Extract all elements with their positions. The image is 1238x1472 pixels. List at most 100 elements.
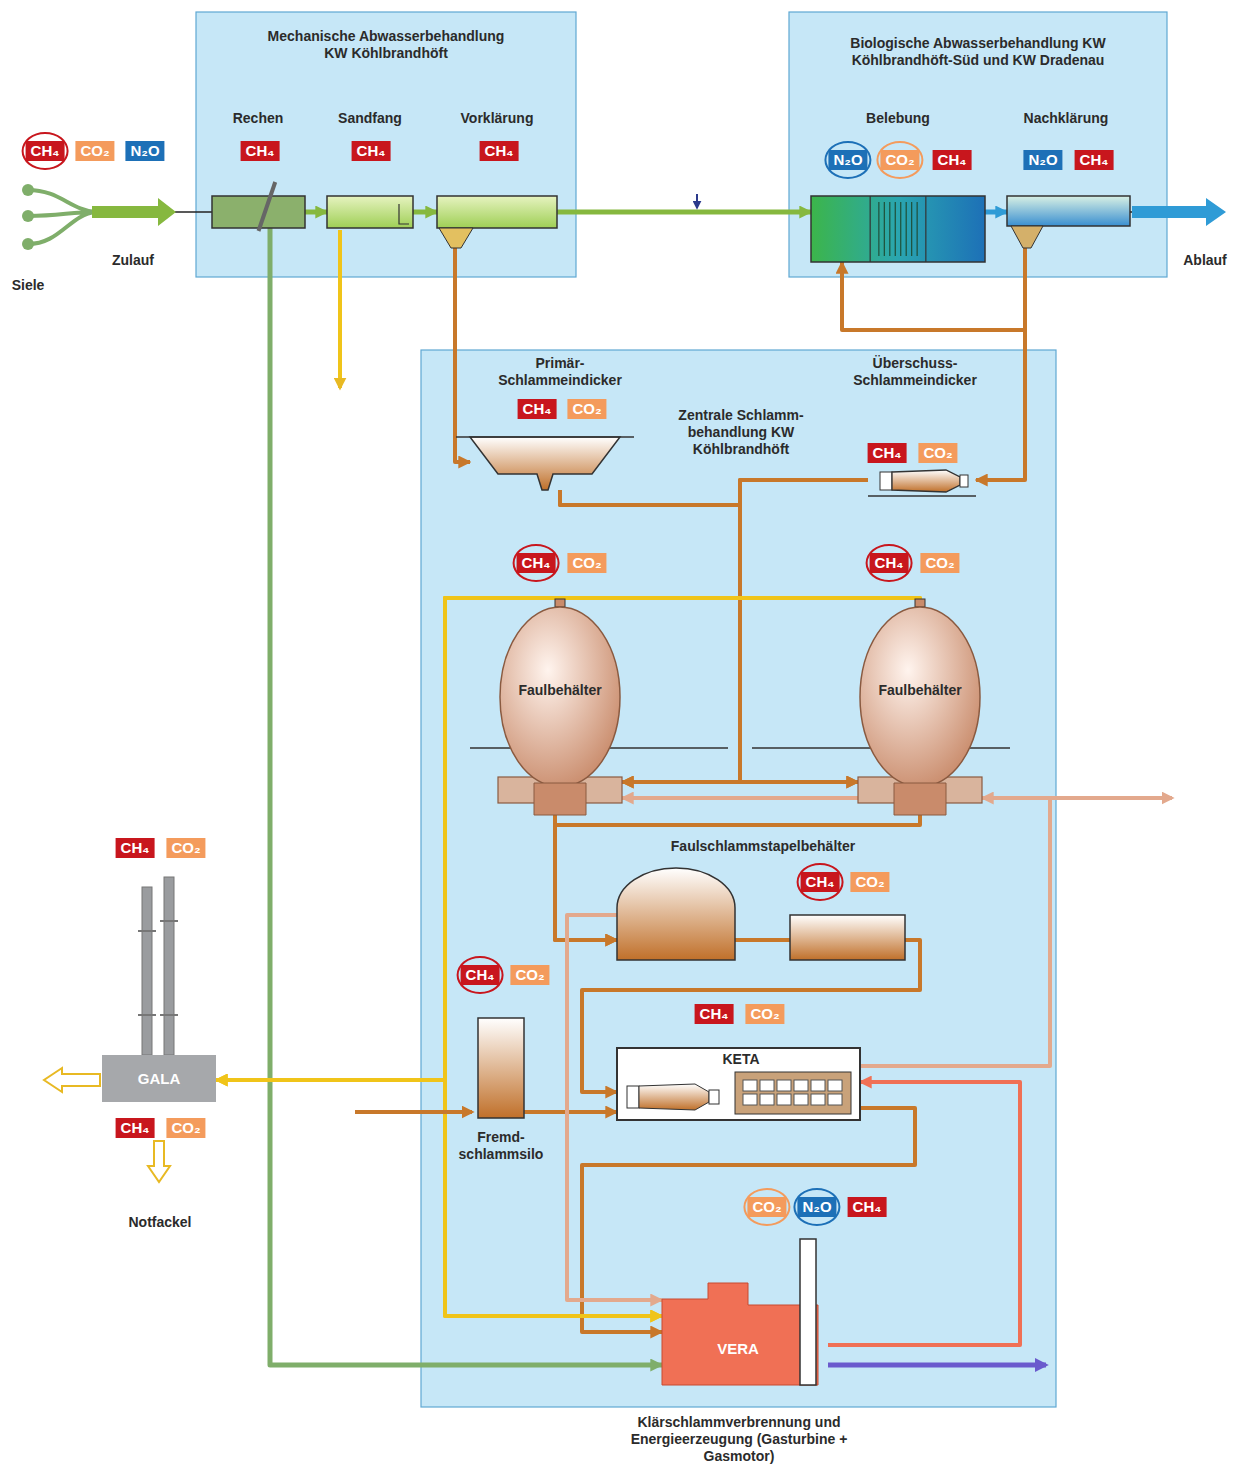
- gas-nozzle: [555, 599, 565, 607]
- gas-formula: CH₄: [116, 1118, 155, 1138]
- flow-arrow: [557, 210, 811, 215]
- gas-formula: CO₂: [747, 1197, 786, 1217]
- gas-tag: CH₄: [797, 863, 844, 901]
- gas-formula: CH₄: [480, 141, 519, 161]
- gas-formula: N₂O: [125, 141, 164, 161]
- flow-arrow: [524, 1110, 617, 1114]
- gas-tag: CO₂: [166, 838, 205, 858]
- neck: [534, 783, 586, 815]
- gas-tag: CO₂: [876, 141, 923, 179]
- gas-formula: N₂O: [828, 150, 867, 170]
- process-unit: Belebung: [811, 196, 985, 262]
- inflow-arrow: [92, 198, 176, 226]
- gas-formula: CO₂: [166, 1118, 205, 1138]
- sewer-dot: [22, 184, 34, 196]
- gas-formula: CH₄: [848, 1197, 887, 1217]
- gas-tag: CO₂: [850, 872, 889, 892]
- gas-tag: CH₄: [695, 1004, 734, 1024]
- gas-tag: CO₂: [567, 553, 606, 573]
- flow-label: Ablauf: [1183, 251, 1227, 269]
- chimney: [142, 887, 152, 1055]
- gas-tag: CH₄: [1075, 150, 1114, 170]
- aerator-bar: [900, 202, 901, 256]
- unit-shape: [662, 1275, 828, 1385]
- unit-outline: [470, 437, 620, 490]
- centrifuge-cap: [627, 1086, 639, 1108]
- unit-label: Vorklärung: [442, 110, 552, 127]
- gas-tag: CO₂: [743, 1188, 790, 1226]
- process-unit: Sandfang: [327, 196, 413, 228]
- gas-tag: CH₄: [352, 141, 391, 161]
- unit-shape: [868, 468, 976, 496]
- unit-label: Faulschlammstapelbehälter: [633, 838, 893, 855]
- flow-arrow: [828, 1082, 1020, 1345]
- gas-tag: N₂O: [793, 1188, 840, 1226]
- gas-tag: CH₄: [513, 544, 560, 582]
- gas-tag: CH₄: [868, 443, 907, 463]
- dryer-cell: [794, 1080, 808, 1091]
- process-unit: Faulbehälter: [858, 605, 982, 815]
- unit-outline: [327, 196, 413, 228]
- dryer-cell: [777, 1094, 791, 1105]
- dryer-cell: [760, 1080, 774, 1091]
- unit-outline: [860, 607, 980, 787]
- unit-label: GALA: [138, 1070, 181, 1087]
- unit-outline: [212, 196, 305, 228]
- unit-shape: [498, 605, 622, 815]
- gas-tag: CH₄: [22, 132, 69, 170]
- flow-label: Notfackel: [128, 1213, 191, 1231]
- gas-tag: CO₂: [510, 965, 549, 985]
- gas-formula: CH₄: [26, 141, 65, 161]
- unit-label: Faulbehälter: [518, 682, 601, 699]
- centrifuge: [639, 1084, 709, 1110]
- unit-shape: [421, 350, 1056, 1407]
- dryer-cell: [794, 1094, 808, 1105]
- unit-shape: [470, 437, 620, 490]
- unit-outline: [662, 1283, 818, 1385]
- gas-tag: CH₄: [866, 544, 913, 582]
- process-panel: Biologische Abwasserbehandlung KW Köhlbr…: [789, 12, 1167, 277]
- chimney: [800, 1239, 816, 1385]
- energy-arrow: [828, 1363, 1046, 1368]
- label-text: Notfackel: [128, 1214, 191, 1230]
- unit-outline: [892, 470, 960, 492]
- unit-outline: [1007, 196, 1130, 226]
- unit-label: Primär- Schlammeindicker: [480, 355, 640, 389]
- process-unit: Faulbehälter: [498, 605, 622, 815]
- panel-heading: Zentrale Schlamm- behandlung KW Köhlbran…: [661, 407, 821, 458]
- flow-arrow: [555, 815, 617, 940]
- process-unit: Vorklärung: [437, 196, 557, 228]
- flow-label: Zulauf: [112, 251, 154, 269]
- panel-ground: [421, 350, 1056, 1407]
- outflow-arrow: [1132, 198, 1226, 226]
- unit-label: Nachklärung: [1011, 110, 1121, 127]
- unit-shape: [1007, 196, 1130, 226]
- aerator-bar: [917, 202, 918, 256]
- unit-label: Fremd- schlammsilo: [451, 1129, 551, 1163]
- screen-bar: [259, 182, 276, 231]
- storage-tank: [790, 915, 905, 960]
- gas-tag: CO₂: [166, 1118, 205, 1138]
- gas-tag: CH₄: [480, 141, 519, 161]
- label-text: Siele: [12, 277, 45, 293]
- process-unit: Überschuss- Schlammeindicker: [868, 468, 976, 496]
- process-unit: Rechen: [212, 196, 305, 228]
- gas-tag: CH₄: [518, 399, 557, 419]
- unit-shape: [617, 868, 735, 960]
- gas-formula: CO₂: [567, 553, 606, 573]
- export-arrow: [1050, 796, 1172, 800]
- process-unit: GALA: [102, 1055, 216, 1102]
- unit-label: Überschuss- Schlammeindicker: [835, 355, 995, 389]
- gas-tag: CO₂: [745, 1004, 784, 1024]
- aerator-bar: [911, 202, 912, 256]
- sewer-dot: [22, 210, 34, 222]
- gas-tag: CH₄: [933, 150, 972, 170]
- base-line: [868, 495, 976, 497]
- process-unit: Fremd- schlammsilo: [478, 1018, 524, 1118]
- unit-label: Faulbehälter: [878, 682, 961, 699]
- gas-formula: CH₄: [116, 838, 155, 858]
- gas-tag: CO₂: [918, 443, 957, 463]
- dryer-cell: [760, 1094, 774, 1105]
- panel-ground: [789, 12, 1167, 277]
